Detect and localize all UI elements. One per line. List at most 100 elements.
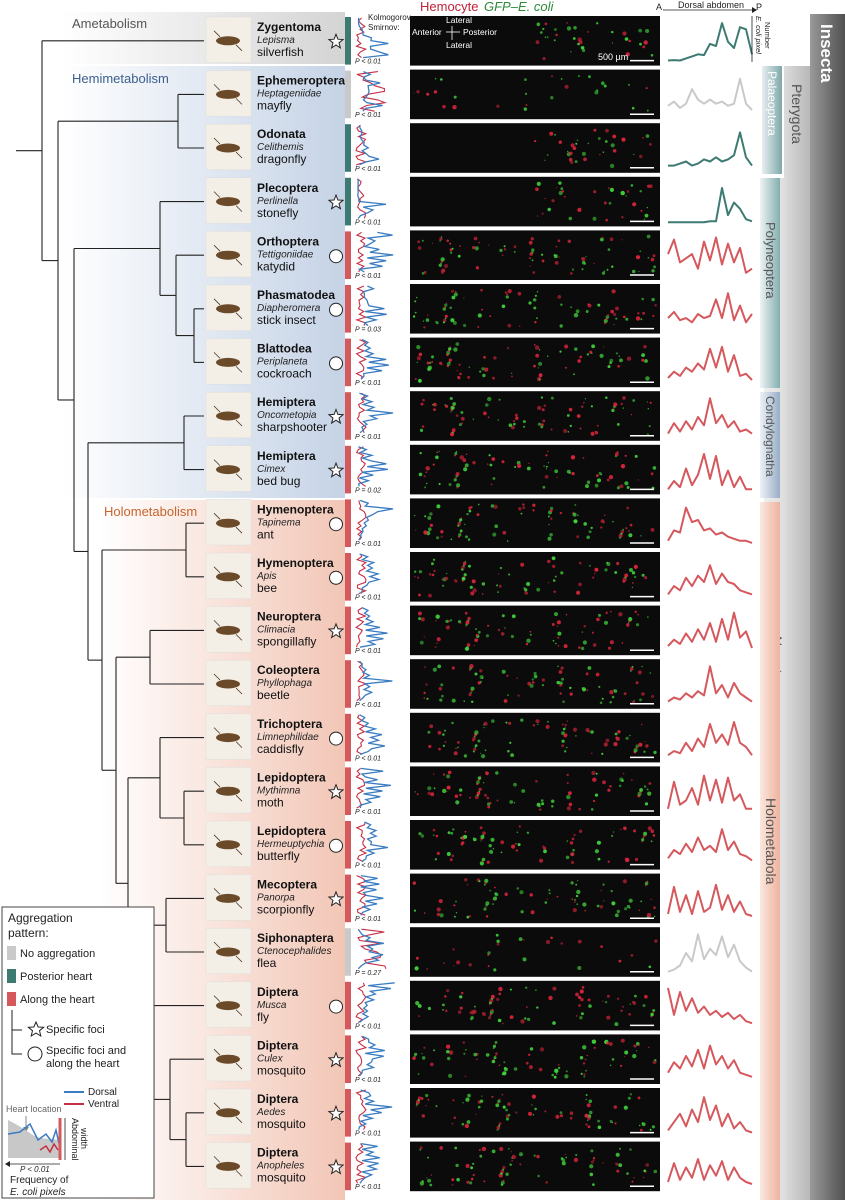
micrograph-panel (410, 123, 660, 173)
ap-profile-line (667, 774, 752, 810)
micrograph-signal (414, 556, 648, 598)
pattern-bar (345, 285, 351, 333)
insect-icon (213, 84, 243, 105)
genus-name: Diapheromera (257, 303, 321, 314)
dorsal-frequency-line (357, 231, 394, 273)
condylognatha-bar (760, 392, 780, 498)
hemocyte-label: Hemocyte (420, 0, 479, 14)
legend-item-along-heart: Along the heart (20, 994, 95, 1006)
circle-icon (329, 302, 343, 317)
ks-p-value: P < 0.01 (355, 595, 381, 602)
micrograph-signal (414, 933, 658, 972)
pattern-bar (345, 1142, 351, 1191)
dorsal-abdomen-label: Dorsal abdomen (678, 0, 744, 10)
common-name: mayfly (257, 99, 292, 113)
ap-profile-line (667, 1096, 753, 1134)
pattern-bar (345, 767, 351, 815)
micrograph-signal (412, 1038, 657, 1079)
dorsal-frequency-line (359, 1142, 380, 1184)
genus-name: Culex (257, 1053, 284, 1064)
micrograph-signal (427, 718, 657, 759)
ks-p-value: P = 0.27 (355, 970, 382, 977)
ventral-frequency-line (355, 1143, 368, 1184)
ap-profile-line (667, 828, 753, 862)
order-name: Diptera (257, 1146, 299, 1160)
ap-profile-line (667, 564, 753, 596)
common-name: mosquito (257, 1171, 306, 1185)
order-name: Zygentoma (257, 20, 321, 34)
insect-icon (213, 1156, 243, 1177)
dorsal-frequency-line (359, 660, 393, 702)
ks-p-value: P < 0.01 (355, 112, 381, 119)
insect-icon (213, 137, 243, 159)
orient-lateral-bottom: Lateral (446, 40, 472, 50)
ks-p-value: P < 0.01 (355, 809, 381, 816)
ks-p-value: P < 0.01 (355, 541, 381, 548)
pattern-bar (345, 70, 351, 119)
group-label-holometabolism: Holometabolism (104, 504, 197, 519)
ventral-frequency-line (355, 446, 367, 487)
legend-abdominal-width: Abdominalwidth (70, 1118, 89, 1161)
micrograph-signal (418, 825, 656, 866)
orient-lateral-top: Lateral (446, 15, 472, 25)
ventral-frequency-line (355, 17, 368, 59)
insect-icon (213, 298, 243, 320)
palaeoptera-label: Palaeoptera (765, 71, 779, 136)
circle-icon (329, 731, 343, 746)
order-name: Lepidoptera (257, 770, 326, 784)
ks-p-value: P < 0.01 (355, 434, 381, 441)
order-name: Mecoptera (257, 878, 317, 892)
insect-icon (213, 566, 243, 588)
legend-swatch-no-aggregation (7, 946, 16, 960)
clade-bars: Insecta Pterygota Neoptera Palaeoptera P… (760, 14, 845, 1200)
ventral-frequency-line (356, 660, 368, 702)
micrograph-signal (412, 878, 656, 919)
insect-icon (213, 512, 243, 534)
genus-name: Ctenocephalides (257, 946, 332, 957)
micrograph-panel (410, 1141, 660, 1192)
common-name: sharpshooter (257, 420, 327, 434)
star-icon (327, 1051, 345, 1068)
legend-branch-lines (11, 1010, 22, 1055)
insecta-bar (810, 14, 845, 1200)
star-icon (327, 193, 345, 210)
dorsal-frequency-line (362, 285, 387, 327)
genus-name: Climacia (257, 625, 296, 636)
ventral-frequency-line (355, 1089, 367, 1130)
insecta-label: Insecta (817, 24, 836, 83)
common-name: stonefly (257, 206, 298, 220)
ventral-frequency-line (355, 231, 367, 273)
dorsal-frequency-line (358, 1089, 393, 1130)
common-name: katydid (257, 259, 295, 273)
ap-profile-line (667, 292, 753, 324)
group-label-hemimetabolism: Hemimetabolism (72, 71, 169, 86)
genus-name: Tettigoniidae (257, 249, 314, 260)
genus-name: Limnephilidae (257, 732, 319, 743)
insect-photo (205, 713, 252, 760)
pattern-bar (345, 660, 351, 708)
ap-arrow-head (752, 7, 757, 13)
insect-icon (213, 888, 243, 909)
insect-photo (205, 1142, 252, 1189)
micrograph-signal (414, 342, 650, 383)
ap-profile-line (667, 611, 753, 649)
ventral-frequency-line (356, 178, 366, 219)
ks-p-value: P < 0.01 (355, 1077, 381, 1084)
star-icon (327, 461, 345, 478)
dorsal-frequency-line (360, 874, 384, 916)
dorsal-frequency-line (359, 607, 388, 648)
common-name: flea (257, 956, 277, 970)
pattern-bar (345, 1035, 351, 1083)
genus-name: Musca (257, 1000, 287, 1011)
order-name: Phasmatodea (257, 288, 335, 302)
common-name: scorpionfly (257, 903, 314, 917)
